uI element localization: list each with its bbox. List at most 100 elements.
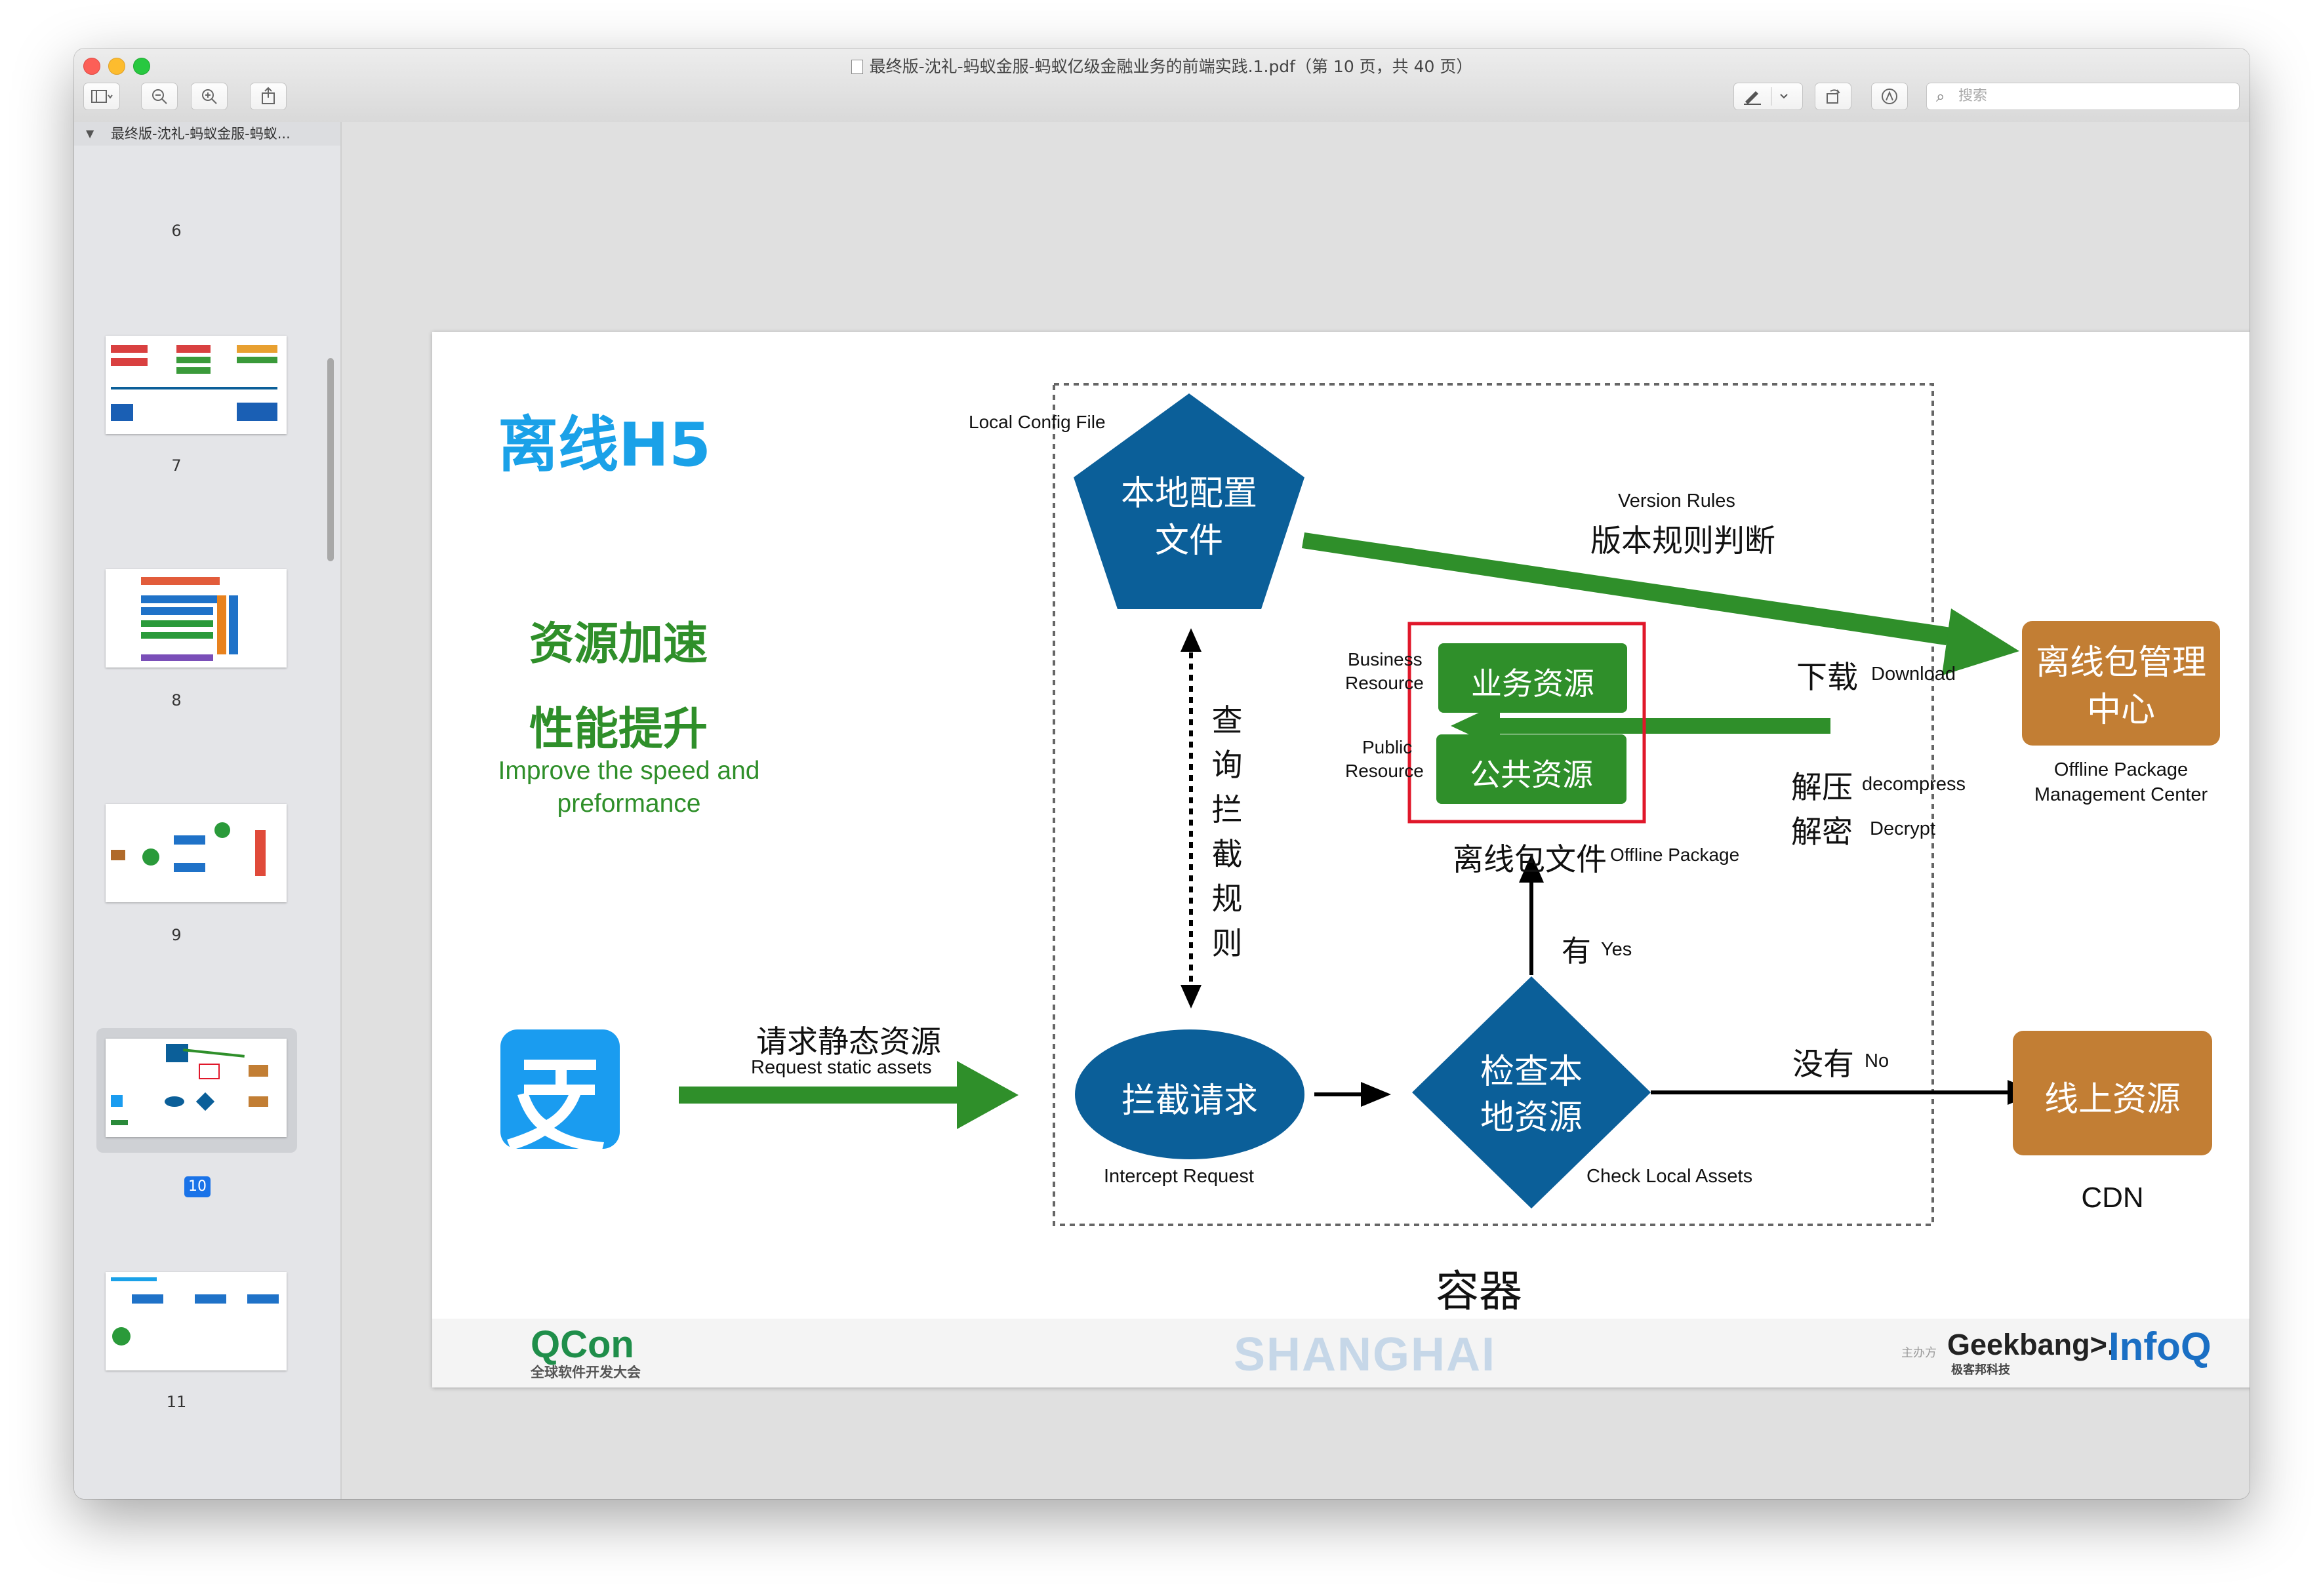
public-resource-cn: 公共资源 <box>1470 757 1593 793</box>
window-title-text: 最终版-沈礼-蚂蚁金服-蚂蚁亿级金融业务的前端实践.1.pdf（第 10 页，共… <box>869 57 1473 76</box>
sidebar-document-name: 最终版-沈礼-蚂蚁金服-蚂蚁... <box>111 126 291 142</box>
intercept-request-ellipse <box>1075 1029 1304 1159</box>
benefit-en-line-1: Improve the speed and <box>498 757 760 785</box>
page-thumbnail-11[interactable] <box>106 1272 287 1370</box>
markup-button[interactable] <box>1733 83 1803 110</box>
search-field[interactable]: ⌕ 搜索 <box>1926 83 2240 110</box>
page-number-8: 8 <box>171 691 182 709</box>
search-icon: ⌕ <box>1936 87 1945 106</box>
title-bar: 最终版-沈礼-蚂蚁金服-蚂蚁亿级金融业务的前端实践.1.pdf（第 10 页，共… <box>74 49 2250 123</box>
decompress-en: decompress <box>1862 774 1966 795</box>
container-label: 容器 <box>1436 1266 1522 1317</box>
page-thumbnail-10[interactable] <box>106 1039 287 1137</box>
public-resource-box <box>1436 734 1626 804</box>
check-local-cn-2: 地资源 <box>1480 1098 1583 1138</box>
business-resource-en-2: Resource <box>1345 673 1424 693</box>
page-thumbnail-9[interactable] <box>106 804 287 902</box>
request-cn: 请求静态资源 <box>756 1024 941 1060</box>
share-icon <box>262 87 275 104</box>
query-rule-char: 拦 <box>1211 792 1243 828</box>
cdn-label: CDN <box>2081 1182 2144 1214</box>
online-resource-box <box>2013 1031 2212 1155</box>
public-resource-en-2: Resource <box>1345 761 1424 781</box>
sidebar-toggle-button[interactable] <box>83 83 120 110</box>
host-label: 主办方 <box>1901 1346 1937 1360</box>
zoom-out-icon <box>152 89 167 104</box>
slide-page-10: 离线H5 资源加速 性能提升 Improve the speed and pre… <box>432 332 2250 1387</box>
download-cn: 下载 <box>1796 660 1858 696</box>
no-cn: 没有 <box>1792 1047 1854 1083</box>
mgmt-center-en-2: Management Center <box>2034 784 2208 805</box>
search-placeholder: 搜索 <box>1958 88 1988 104</box>
query-rule-char: 询 <box>1211 748 1243 784</box>
download-arrow-shaft <box>1495 718 1830 734</box>
query-arrow-up <box>1181 628 1202 652</box>
request-arrow-shaft <box>679 1087 960 1104</box>
pdf-viewer-window: 最终版-沈礼-蚂蚁金服-蚂蚁亿级金融业务的前端实践.1.pdf（第 10 页，共… <box>74 49 2250 1499</box>
zoom-out-button[interactable] <box>141 83 178 110</box>
disclosure-triangle-icon[interactable]: ▼ <box>86 127 94 140</box>
public-resource-en-1: Public <box>1362 737 1413 757</box>
decompress-cn: 解压 <box>1791 770 1853 806</box>
mgmt-center-cn-2: 中心 <box>2086 690 2155 730</box>
geekbang-subtitle: 极客邦科技 <box>1951 1363 2010 1377</box>
page-thumbnail-8[interactable] <box>106 569 287 668</box>
business-resource-cn: 业务资源 <box>1471 666 1594 702</box>
query-rule-char: 规 <box>1211 881 1243 917</box>
download-en: Download <box>1871 664 1956 685</box>
offline-package-en: Offline Package <box>1610 845 1740 865</box>
page-number-9: 9 <box>171 926 182 944</box>
intercept-request-en: Intercept Request <box>1104 1166 1254 1187</box>
pen-icon <box>1744 87 1788 106</box>
page-number-7: 7 <box>171 456 182 475</box>
alipay-logo-glyph <box>507 1060 604 1153</box>
request-en: Request static assets <box>751 1057 932 1078</box>
yes-en: Yes <box>1601 939 1632 960</box>
sidebar-document-header[interactable]: ▼ 最终版-沈礼-蚂蚁金服-蚂蚁... <box>74 122 340 146</box>
rotate-button[interactable] <box>1815 83 1851 110</box>
mgmt-center-en-1: Offline Package <box>2053 759 2189 780</box>
check-local-en: Check Local Assets <box>1586 1166 1753 1187</box>
minimize-window-button[interactable] <box>108 58 125 75</box>
pdf-document-icon <box>851 60 863 74</box>
yes-cn: 有 <box>1562 934 1592 968</box>
page-number-10: 10 <box>184 1176 211 1197</box>
geekbang-logo: Geekbang>. <box>1947 1328 2116 1361</box>
close-window-button[interactable] <box>83 58 100 75</box>
version-rules-en: Version Rules <box>1618 490 1735 511</box>
qcon-subtitle: 全球软件开发大会 <box>531 1365 641 1380</box>
share-button[interactable] <box>250 83 287 110</box>
query-arrow-down <box>1181 985 1202 1008</box>
version-rules-arrow <box>1302 532 1951 645</box>
annotate-button[interactable] <box>1871 83 1908 110</box>
benefit-performance: 性能提升 <box>529 704 708 755</box>
business-resource-en-1: Business <box>1348 649 1423 669</box>
maximize-window-button[interactable] <box>133 58 150 75</box>
query-rule-char: 截 <box>1211 837 1243 873</box>
window-title: 最终版-沈礼-蚂蚁金服-蚂蚁亿级金融业务的前端实践.1.pdf（第 10 页，共… <box>74 54 2250 77</box>
intercept-to-check-arrowhead <box>1361 1082 1391 1107</box>
local-config-pentagon <box>1074 393 1304 609</box>
rotate-icon <box>1827 89 1840 104</box>
zoom-in-button[interactable] <box>191 83 228 110</box>
config-cn-line-1: 本地配置 <box>1120 474 1257 513</box>
document-view[interactable]: 离线H5 资源加速 性能提升 Improve the speed and pre… <box>342 122 2250 1499</box>
page-number-6: 6 <box>171 222 182 240</box>
sidebar-toggle-icon <box>91 90 113 103</box>
query-rule-char: 则 <box>1211 926 1243 962</box>
container-boundary <box>1053 383 1934 1226</box>
version-rules-arrowhead <box>1942 608 2019 675</box>
slide-footer: QCon 全球软件开发大会 SHANGHAI 主办方 Geekbang>. 极客… <box>432 1319 2250 1387</box>
mgmt-center-cn-1: 离线包管理 <box>2035 643 2206 683</box>
page-thumbnail-7[interactable] <box>106 336 287 434</box>
yes-arrowhead <box>1519 854 1544 883</box>
config-label-en: Local Config File <box>969 412 1106 432</box>
city-watermark: SHANGHAI <box>1234 1328 1497 1381</box>
offline-mgmt-center-box <box>2022 621 2220 746</box>
sidebar-scrollbar[interactable] <box>327 358 334 561</box>
query-intercept-rules-label: 查 询 拦 截 规 则 <box>1207 699 1247 967</box>
check-local-cn-1: 检查本 <box>1480 1052 1583 1092</box>
version-rules-cn: 版本规则判断 <box>1590 523 1775 559</box>
qcon-logo: QCon <box>531 1323 634 1366</box>
request-arrowhead <box>957 1061 1019 1129</box>
